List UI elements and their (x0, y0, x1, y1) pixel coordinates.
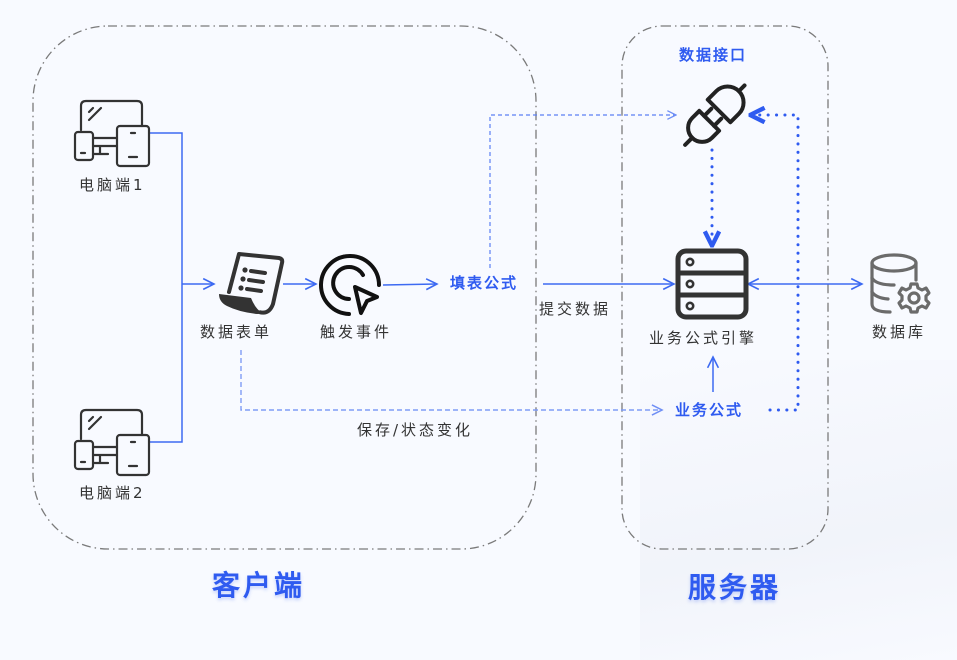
click-cursor-icon (319, 254, 381, 316)
connector-save-state (240, 350, 662, 410)
connector-pc1-bus (148, 132, 183, 443)
database-gear-icon (870, 253, 931, 314)
client-group-border (32, 25, 537, 550)
connector-trigger-fillformula (382, 284, 437, 285)
client-group-title: 客户端 (212, 569, 306, 602)
engine-label: 业务公式引擎 (649, 329, 758, 347)
server-icon (675, 248, 749, 320)
server-group-title: 服务器 (688, 571, 782, 604)
diagram-canvas (32, 25, 931, 550)
trigger-label: 触发事件 (320, 323, 393, 341)
biz-formula-label: 业务公式 (675, 401, 744, 419)
devices-icon (73, 408, 151, 477)
connector-fillformula-interface (489, 115, 676, 268)
data-interface-label: 数据接口 (679, 46, 748, 64)
pc2-label: 电脑端2 (79, 484, 146, 502)
document-list-icon (219, 252, 285, 315)
fill-formula-label: 填表公式 (450, 274, 519, 292)
connector-bizformula-interface (752, 115, 800, 412)
submit-data-label: 提交数据 (539, 300, 612, 318)
save-state-label: 保存/状态变化 (357, 421, 474, 439)
database-label: 数据库 (872, 323, 927, 341)
pc1-label: 电脑端1 (79, 176, 146, 194)
form-label: 数据表单 (200, 323, 273, 341)
devices-icon (73, 99, 151, 168)
plug-icon (683, 83, 747, 147)
